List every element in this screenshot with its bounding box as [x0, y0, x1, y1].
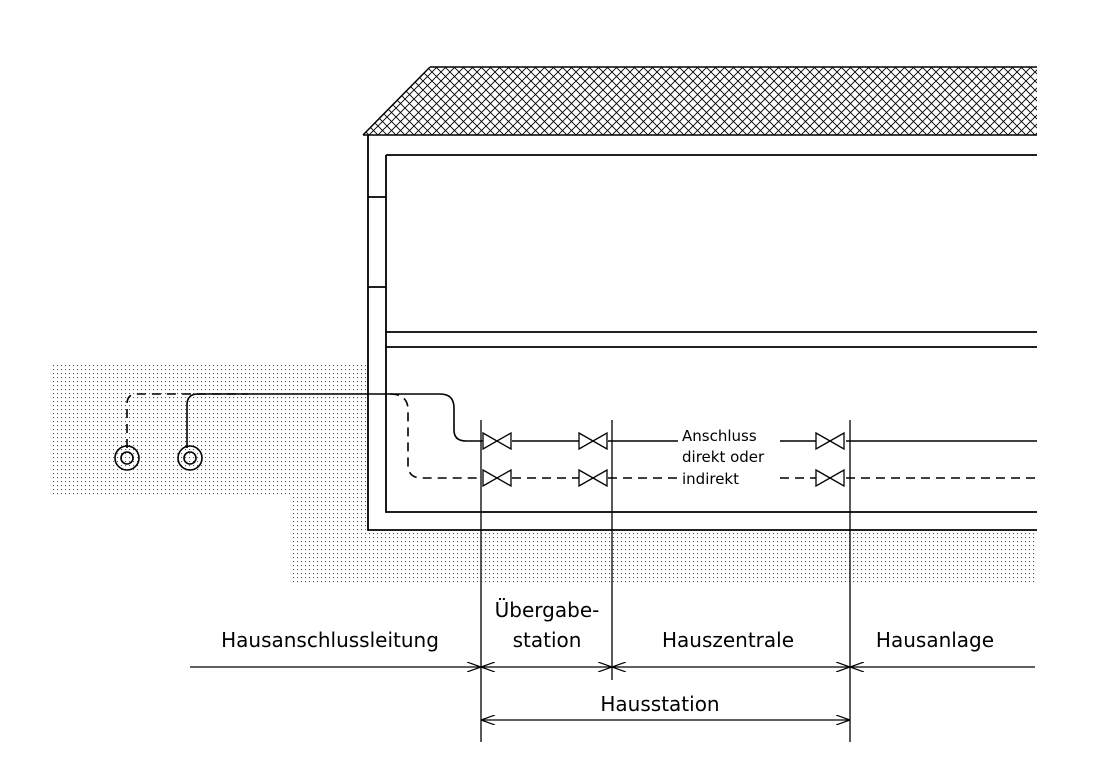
roof [362, 66, 1037, 136]
label-uebergabestation-line2: station [513, 628, 582, 652]
ground-soil [50, 365, 1035, 585]
valve-icon [815, 468, 845, 488]
pipe-cross-section-return [114, 445, 140, 471]
dimension-arrows [190, 667, 1035, 720]
label-hausstation: Hausstation [600, 692, 719, 716]
valve-icon [482, 468, 512, 488]
pipe-cross-section-supply [177, 445, 203, 471]
section-boundaries [480, 420, 851, 742]
label-uebergabestation-line1: Übergabe- [495, 598, 600, 622]
label-anschluss-line2: direkt oder [682, 448, 765, 466]
return-pipe [126, 393, 1037, 479]
label-hauszentrale: Hauszentrale [662, 628, 794, 652]
valve-icon [815, 431, 845, 451]
valve-icon [578, 468, 608, 488]
building-structure [367, 135, 1037, 531]
valve-icon [578, 431, 608, 451]
label-anschluss-line1: Anschluss [682, 427, 757, 445]
label-hausanschlussleitung: Hausanschlussleitung [221, 628, 439, 652]
supply-pipe [186, 393, 1037, 448]
valve-icon [482, 431, 512, 451]
label-hausanlage: Hausanlage [876, 628, 994, 652]
label-anschluss-line3: indirekt [682, 470, 739, 488]
